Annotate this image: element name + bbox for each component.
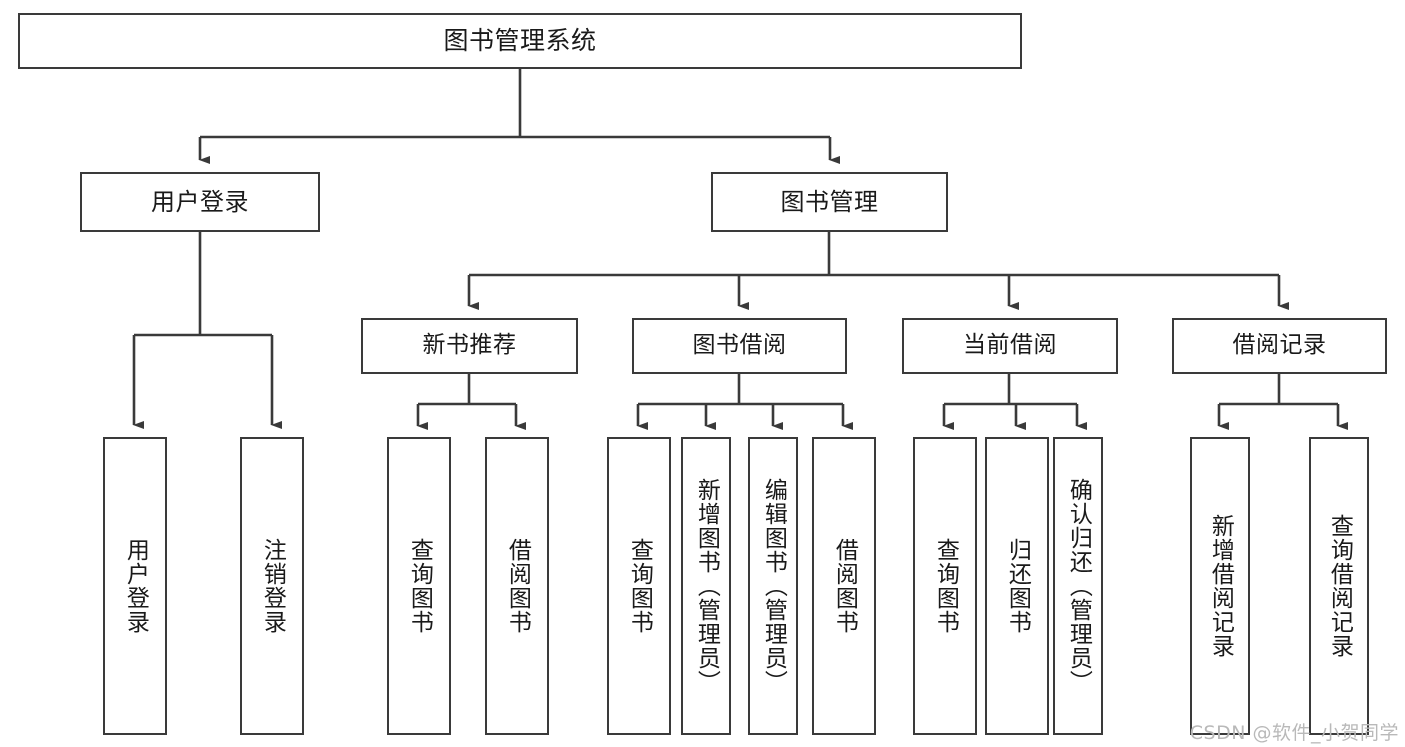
leaf-query-borrow-record-label: 查询借阅记录 — [1326, 514, 1353, 658]
connector-user-login-to-leaves — [132, 232, 282, 429]
leaf-confirm-return-admin-label: 确认归还（管理员） — [1065, 478, 1092, 694]
node-borrow-record-label: 借阅记录 — [1232, 332, 1327, 359]
leaf-add-borrow-record-label: 新增借阅记录 — [1207, 514, 1234, 658]
leaf-add-book-admin-label: 新增图书（管理员） — [693, 478, 720, 694]
node-root-label: 图书管理系统 — [443, 26, 597, 56]
leaf-confirm-return-admin[interactable]: 确认归还（管理员） — [1053, 437, 1103, 735]
leaf-query-book-cur[interactable]: 查询图书 — [913, 437, 977, 735]
node-user-login[interactable]: 用户登录 — [80, 172, 320, 232]
leaf-borrow-book[interactable]: 借阅图书 — [812, 437, 876, 735]
node-book-borrow[interactable]: 图书借阅 — [632, 318, 847, 374]
leaf-edit-book-admin[interactable]: 编辑图书（管理员） — [748, 437, 798, 735]
leaf-borrow-book-label: 借阅图书 — [831, 538, 858, 634]
leaf-user-login-label: 用户登录 — [122, 538, 149, 634]
node-new-book-recommend[interactable]: 新书推荐 — [361, 318, 578, 374]
leaf-query-book-borrow-label: 查询图书 — [626, 538, 653, 634]
leaf-return-book-label: 归还图书 — [1004, 538, 1031, 634]
watermark: CSDN @软件_小贺同学 — [1189, 722, 1399, 744]
node-new-book-recommend-label: 新书推荐 — [422, 332, 517, 359]
leaf-user-login[interactable]: 用户登录 — [103, 437, 167, 735]
node-book-manage-label: 图书管理 — [780, 187, 879, 216]
leaf-return-book[interactable]: 归还图书 — [985, 437, 1049, 735]
leaf-add-book-admin[interactable]: 新增图书（管理员） — [681, 437, 731, 735]
node-root[interactable]: 图书管理系统 — [18, 13, 1022, 69]
leaf-query-book-borrow[interactable]: 查询图书 — [607, 437, 671, 735]
node-current-borrow-label: 当前借阅 — [963, 332, 1057, 359]
leaf-query-book-rec[interactable]: 查询图书 — [387, 437, 451, 735]
leaf-query-book-cur-label: 查询图书 — [932, 538, 959, 634]
leaf-query-book-rec-label: 查询图书 — [406, 538, 433, 634]
node-user-login-label: 用户登录 — [151, 187, 249, 216]
leaf-borrow-book-rec[interactable]: 借阅图书 — [485, 437, 549, 735]
leaf-borrow-book-rec-label: 借阅图书 — [504, 538, 531, 634]
leaf-user-logout-label: 注销登录 — [259, 538, 286, 634]
leaf-edit-book-admin-label: 编辑图书（管理员） — [760, 478, 787, 694]
connector-book-manage-to-level3 — [467, 232, 1289, 310]
leaf-query-borrow-record[interactable]: 查询借阅记录 — [1309, 437, 1369, 735]
node-book-borrow-label: 图书借阅 — [692, 332, 787, 359]
node-book-manage[interactable]: 图书管理 — [711, 172, 948, 232]
connector-current-borrow-to-leaves — [942, 374, 1087, 430]
connector-new-book-recommend-to-leaves — [416, 374, 526, 430]
connector-book-borrow-to-leaves — [636, 374, 853, 430]
connector-borrow-record-to-leaves — [1217, 374, 1348, 430]
node-current-borrow[interactable]: 当前借阅 — [902, 318, 1118, 374]
leaf-add-borrow-record[interactable]: 新增借阅记录 — [1190, 437, 1250, 735]
connector-root-to-level2 — [198, 69, 840, 164]
node-borrow-record[interactable]: 借阅记录 — [1172, 318, 1387, 374]
leaf-user-logout[interactable]: 注销登录 — [240, 437, 304, 735]
